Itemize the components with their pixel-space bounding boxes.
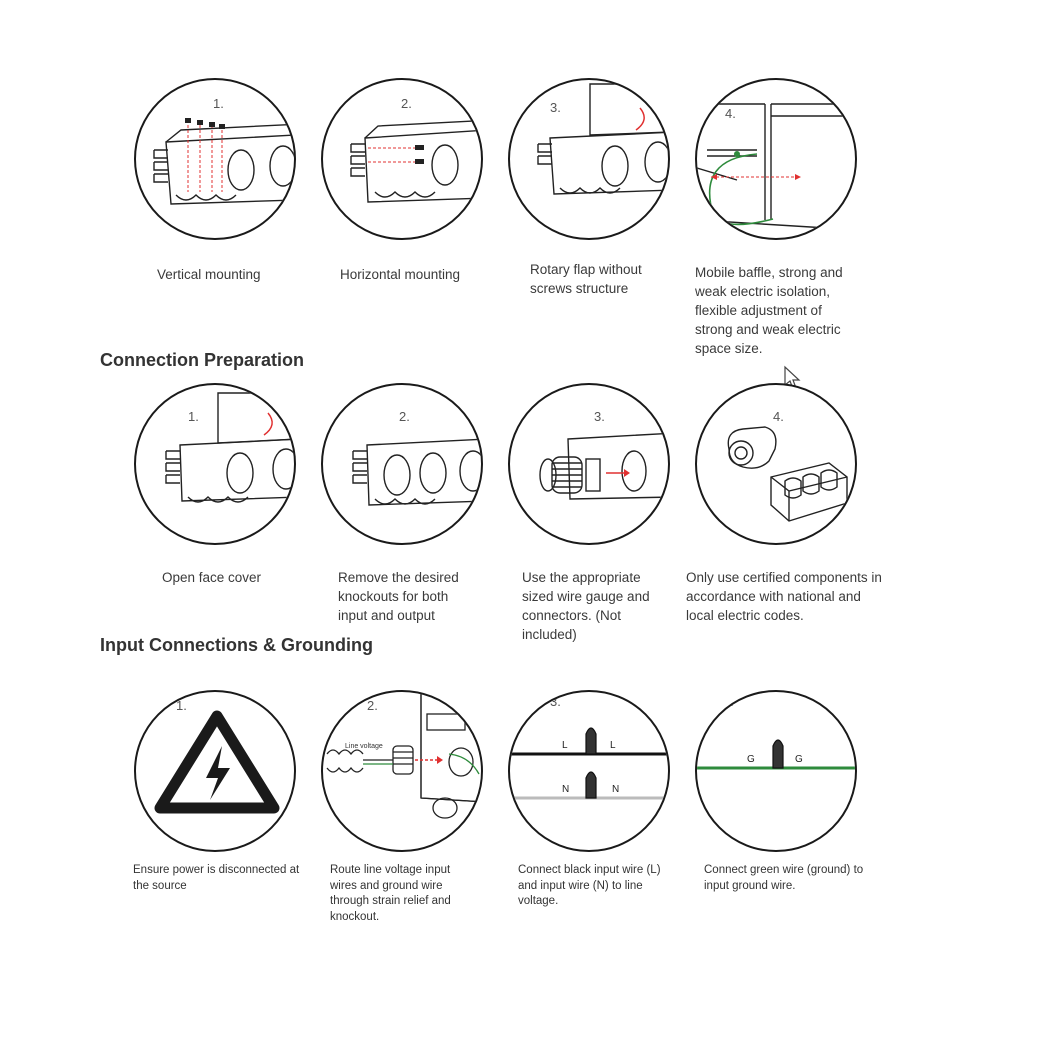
step-caption: Vertical mounting: [157, 267, 261, 282]
step-number: 2.: [401, 96, 412, 111]
strain-relief-connector-drawing: [539, 432, 668, 500]
step-number: 3.: [594, 409, 605, 424]
wire-label-l: L: [610, 740, 616, 751]
ground-connection-drawing: G G: [697, 739, 855, 770]
input-connect-lines-illustration: L L N N 3.: [508, 690, 670, 852]
step-number: 4.: [723, 694, 734, 709]
step-number: 4.: [773, 409, 784, 424]
prep-knockouts-illustration: 2.: [321, 383, 483, 545]
step-mobile-baffle-illustration: 4.: [695, 78, 857, 240]
step-caption: Connect black input wire (L) and input w…: [518, 864, 661, 907]
step-number: 2.: [399, 409, 410, 424]
step-number: 3.: [550, 694, 561, 709]
wire-label-n: N: [612, 784, 619, 795]
step-number: 2.: [367, 698, 378, 713]
junction-box-vertical-drawing: [153, 118, 294, 205]
wire-label-n: N: [562, 784, 569, 795]
step-caption: Remove the desired knockouts for both in…: [338, 570, 459, 623]
prep-certified-components-illustration: 4.: [695, 383, 857, 545]
input-connect-ground-illustration: G G 4.: [695, 690, 857, 852]
lightning-warning-icon: [154, 710, 280, 814]
open-cover-drawing: [165, 392, 294, 503]
prep-wire-gauge-illustration: 3.: [508, 383, 670, 545]
step-caption: Use the appropriate sized wire gauge and…: [522, 570, 650, 642]
wire-label-g: G: [795, 754, 803, 765]
step-number: 4.: [725, 106, 736, 121]
section-heading-input-connections: Input Connections & Grounding: [100, 635, 373, 655]
step-caption: Mobile baffle, strong and weak electric …: [695, 265, 843, 356]
step-caption: Open face cover: [162, 570, 262, 585]
step-horizontal-mounting-illustration: 2.: [321, 78, 483, 240]
wire-connector-icon: [727, 426, 848, 522]
step-caption: Connect green wire (ground) to input gro…: [704, 864, 864, 892]
step-caption: Only use certified components in accorda…: [686, 570, 882, 623]
strain-relief-routing-drawing: Line voltage: [326, 692, 481, 819]
input-power-disconnect-illustration: 1.: [134, 690, 296, 852]
baffle-partition-drawing: [697, 103, 855, 231]
input-route-wires-illustration: Line voltage 2.: [321, 690, 483, 852]
step-vertical-mounting-illustration: 1.: [134, 78, 296, 240]
step-caption: Route line voltage input wires and groun…: [330, 864, 451, 923]
step-number: 1.: [188, 409, 199, 424]
step-number: 3.: [550, 100, 561, 115]
step-number: 1.: [176, 698, 187, 713]
step-rotary-flap-illustration: 3.: [508, 78, 670, 240]
step-caption: Ensure power is disconnected at the sour…: [133, 864, 300, 892]
step-number: 1.: [213, 96, 224, 111]
wire-label-g: G: [747, 754, 755, 765]
step-caption: Rotary flap without screws structure: [530, 262, 642, 296]
wire-label-l: L: [562, 740, 568, 751]
junction-box-rotary-flap-drawing: [537, 83, 668, 195]
prep-open-cover-illustration: 1.: [134, 383, 296, 545]
junction-box-horizontal-drawing: [350, 119, 481, 203]
step-caption: Horizontal mounting: [340, 267, 461, 282]
section-heading-connection-preparation: Connection Preparation: [100, 350, 305, 370]
line-neutral-connection-drawing: L L N N: [510, 727, 668, 800]
line-voltage-label: Line voltage: [345, 743, 383, 750]
knockouts-drawing: [352, 438, 481, 506]
